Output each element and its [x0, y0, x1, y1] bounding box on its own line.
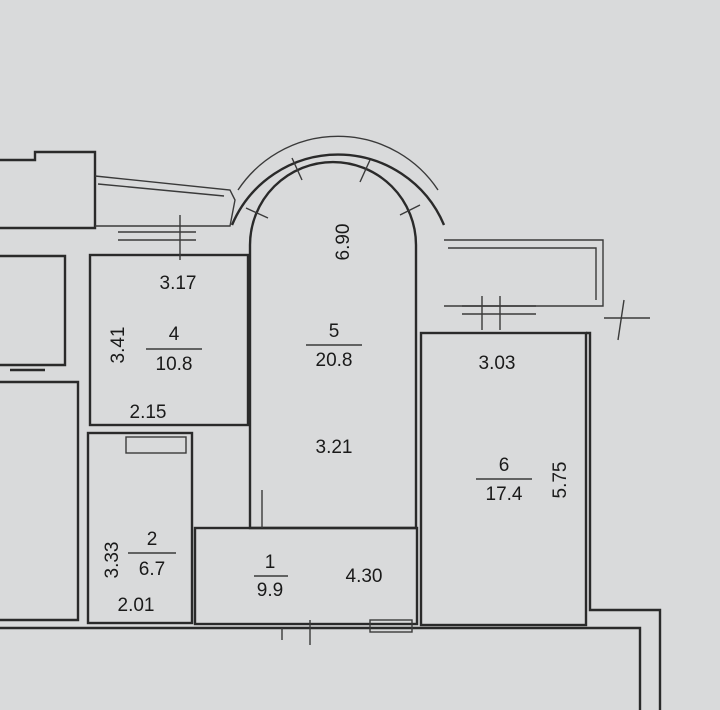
room-5-number: 5	[329, 321, 340, 342]
room-2-top-width: 2.15	[130, 402, 167, 423]
room-4-width: 3.17	[160, 273, 197, 294]
room-1-length: 4.30	[346, 566, 383, 587]
room-6-labels: 3.03 6 17.4 5.75	[479, 353, 571, 505]
room-4-labels: 3.17 4 10.8 3.41	[108, 273, 196, 375]
room-4-area: 10.8	[156, 354, 193, 375]
room-6-area: 17.4	[486, 484, 523, 505]
room-2-area: 6.7	[139, 559, 165, 580]
room-1-labels: 1 9.9 4.30	[257, 552, 383, 601]
room-2-bottom-width: 2.01	[118, 595, 155, 616]
room-5-area: 20.8	[316, 350, 353, 371]
room-2-number: 2	[147, 529, 158, 550]
room-1-area: 9.9	[257, 580, 283, 601]
room-4-height: 3.41	[108, 327, 129, 364]
room-5-width: 3.21	[316, 437, 353, 458]
fraction-lines	[128, 344, 532, 577]
room-2-labels: 2.15 2 6.7 3.33 2.01	[102, 402, 166, 616]
room-4-number: 4	[169, 324, 180, 345]
room-2-height: 3.33	[102, 542, 123, 579]
room-6-height: 5.75	[550, 462, 571, 499]
room-5-length: 6.90	[333, 224, 354, 261]
room-5-labels: 6.90 5 20.8 3.21	[316, 224, 354, 458]
room-1-number: 1	[265, 552, 276, 573]
room-6-width: 3.03	[479, 353, 516, 374]
room-6-number: 6	[499, 455, 510, 476]
walls	[0, 135, 662, 710]
